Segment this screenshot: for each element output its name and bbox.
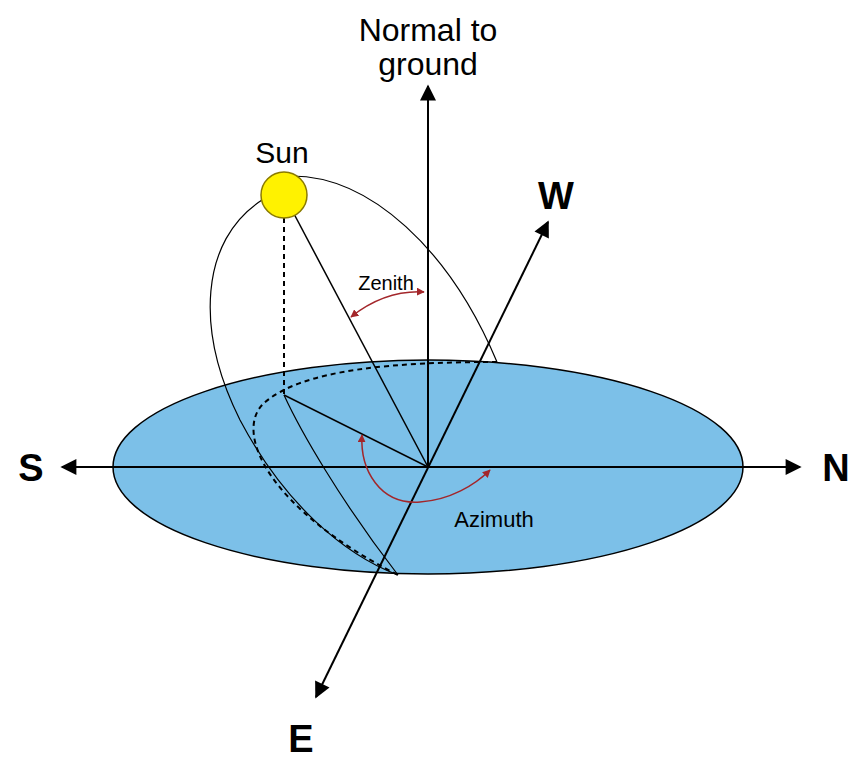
sun-ray	[284, 195, 428, 467]
direction-label: N	[822, 448, 849, 488]
north-axis	[428, 466, 800, 468]
angle-label: Zenith	[358, 271, 414, 295]
angle-label: Azimuth	[454, 507, 533, 533]
sun-disc	[261, 172, 307, 218]
sun-projection	[283, 218, 285, 395]
sun-path-arc	[210, 200, 398, 575]
south-axis	[62, 466, 428, 468]
axis-label: Normal to ground	[333, 13, 523, 81]
projected-path	[253, 362, 497, 575]
sun-path-inner	[284, 395, 398, 575]
zenith-arc	[351, 292, 424, 317]
azimuth-arc	[362, 435, 490, 502]
east-west-axis	[316, 222, 548, 697]
sun-label: Sun	[255, 136, 308, 170]
sun-path-arc	[290, 176, 497, 362]
direction-label: S	[18, 448, 43, 488]
direction-label: E	[288, 719, 313, 759]
azimuth-ray	[284, 395, 428, 467]
normal-axis	[427, 86, 429, 467]
direction-label: W	[538, 176, 574, 216]
